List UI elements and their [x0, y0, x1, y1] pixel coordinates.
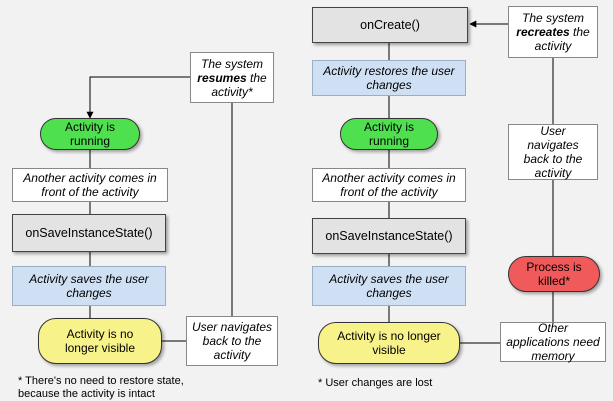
right-oncreate-callback: onCreate(): [312, 7, 468, 43]
left-activity-saves-changes: Activity saves the user changes: [12, 266, 166, 306]
right-process-killed: Process is killed*: [508, 256, 600, 292]
right-another-activity-note: Another activity comes in front of the a…: [312, 168, 466, 202]
right-activity-no-longer-visible: Activity is no longer visible: [318, 322, 460, 364]
left-system-resumes-note: The system resumes the activity*: [190, 52, 274, 103]
left-activity-no-longer-visible: Activity is no longer visible: [38, 318, 162, 364]
left-onsaveinstancestate-callback: onSaveInstanceState(): [12, 214, 166, 252]
right-onsaveinstancestate-callback: onSaveInstanceState(): [312, 218, 466, 254]
right-system-recreates-note: The system recreates the activity: [508, 6, 598, 58]
right-footnote: * User changes are lost: [318, 377, 433, 389]
right-user-navigates-back-note: User navigates back to the activity: [508, 124, 598, 180]
left-footnote: * There's no need to restore state, beca…: [18, 375, 184, 400]
right-activity-restores-changes: Activity restores the user changes: [312, 60, 466, 96]
left-user-navigates-back-note: User navigates back to the activity: [186, 316, 278, 366]
left-arrow-resumes-to-running: [86, 76, 190, 119]
left-another-activity-note: Another activity comes in front of the a…: [12, 168, 168, 202]
right-activity-running: Activity is running: [340, 118, 438, 150]
left-activity-running: Activity is running: [40, 118, 140, 150]
right-activity-saves-changes: Activity saves the user changes: [312, 266, 466, 306]
right-other-apps-need-memory-note: Other applications need memory: [500, 321, 606, 363]
